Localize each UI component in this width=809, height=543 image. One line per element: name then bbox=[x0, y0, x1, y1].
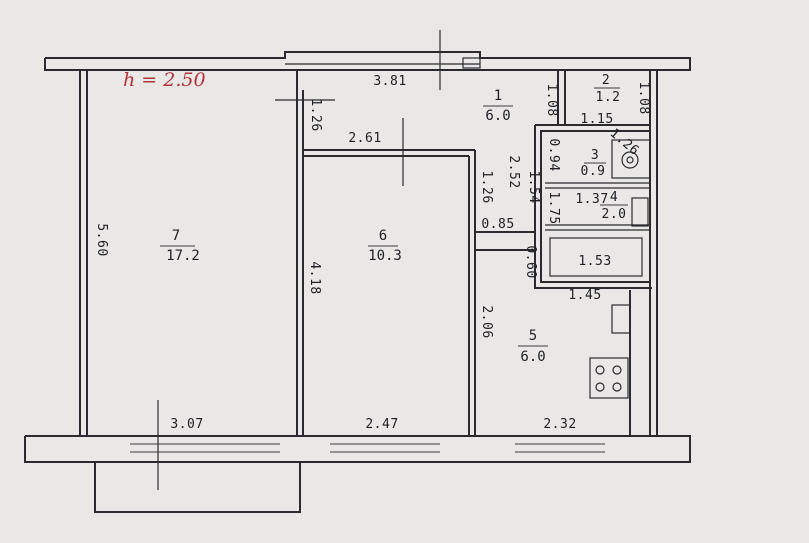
dim-0-60: 0.60 bbox=[523, 245, 538, 278]
room-number: 5 bbox=[529, 328, 537, 344]
room-3: 3 0.9 bbox=[581, 148, 606, 179]
dim-3-07: 3.07 bbox=[170, 417, 203, 432]
dim-1-53: 1.53 bbox=[578, 254, 611, 269]
dim-1-08-b: 1.08 bbox=[636, 81, 651, 114]
dimension-labels: 3.81 2.61 3.07 2.47 2.32 1.15 1.37 1.53 … bbox=[94, 74, 651, 432]
dim-2-52: 2.52 bbox=[506, 155, 521, 188]
dim-2-06: 2.06 bbox=[479, 305, 494, 338]
room-6: 6 10.3 bbox=[368, 228, 402, 264]
dim-2-32: 2.32 bbox=[543, 417, 576, 432]
room-area: 1.2 bbox=[596, 90, 621, 105]
dim-1-26-top: 1.26 bbox=[308, 98, 323, 131]
room-area: 10.3 bbox=[368, 248, 402, 264]
dim-0-85: 0.85 bbox=[481, 217, 514, 232]
room-number: 1 bbox=[494, 88, 502, 104]
room-4: 4 2.0 bbox=[600, 190, 628, 222]
dim-3-81: 3.81 bbox=[373, 74, 406, 89]
dim-5-60: 5.60 bbox=[94, 223, 109, 256]
room-area: 6.0 bbox=[520, 349, 545, 365]
dim-1-26-hall: 1.26 bbox=[479, 170, 494, 203]
dim-2-61: 2.61 bbox=[348, 131, 381, 146]
dim-1-08-a: 1.08 bbox=[544, 83, 559, 116]
dim-1-75: 1.75 bbox=[546, 191, 561, 224]
walls bbox=[24, 30, 691, 513]
dim-0-94: 0.94 bbox=[546, 138, 561, 171]
room-2: 2 1.2 bbox=[594, 73, 620, 105]
room-1: 1 6.0 bbox=[483, 88, 513, 124]
ceiling-height-label: h = 2.50 bbox=[123, 69, 206, 91]
dim-2-47: 2.47 bbox=[365, 417, 398, 432]
room-number: 6 bbox=[379, 228, 387, 244]
dim-1-15: 1.15 bbox=[580, 112, 613, 127]
dim-4-18: 4.18 bbox=[307, 261, 322, 294]
dim-1-54: 1.54 bbox=[526, 170, 541, 203]
dim-1-37: 1.37 bbox=[575, 192, 608, 207]
room-5: 5 6.0 bbox=[518, 328, 548, 365]
room-area: 0.9 bbox=[581, 164, 606, 179]
room-number: 2 bbox=[602, 73, 610, 88]
dim-1-45: 1.45 bbox=[568, 288, 601, 303]
room-number: 4 bbox=[610, 190, 618, 205]
room-area: 17.2 bbox=[166, 248, 200, 264]
room-number: 7 bbox=[172, 228, 180, 244]
room-7: 7 17.2 bbox=[160, 228, 200, 264]
room-number: 3 bbox=[591, 148, 599, 163]
room-area: 6.0 bbox=[485, 108, 510, 124]
room-area: 2.0 bbox=[602, 207, 627, 222]
